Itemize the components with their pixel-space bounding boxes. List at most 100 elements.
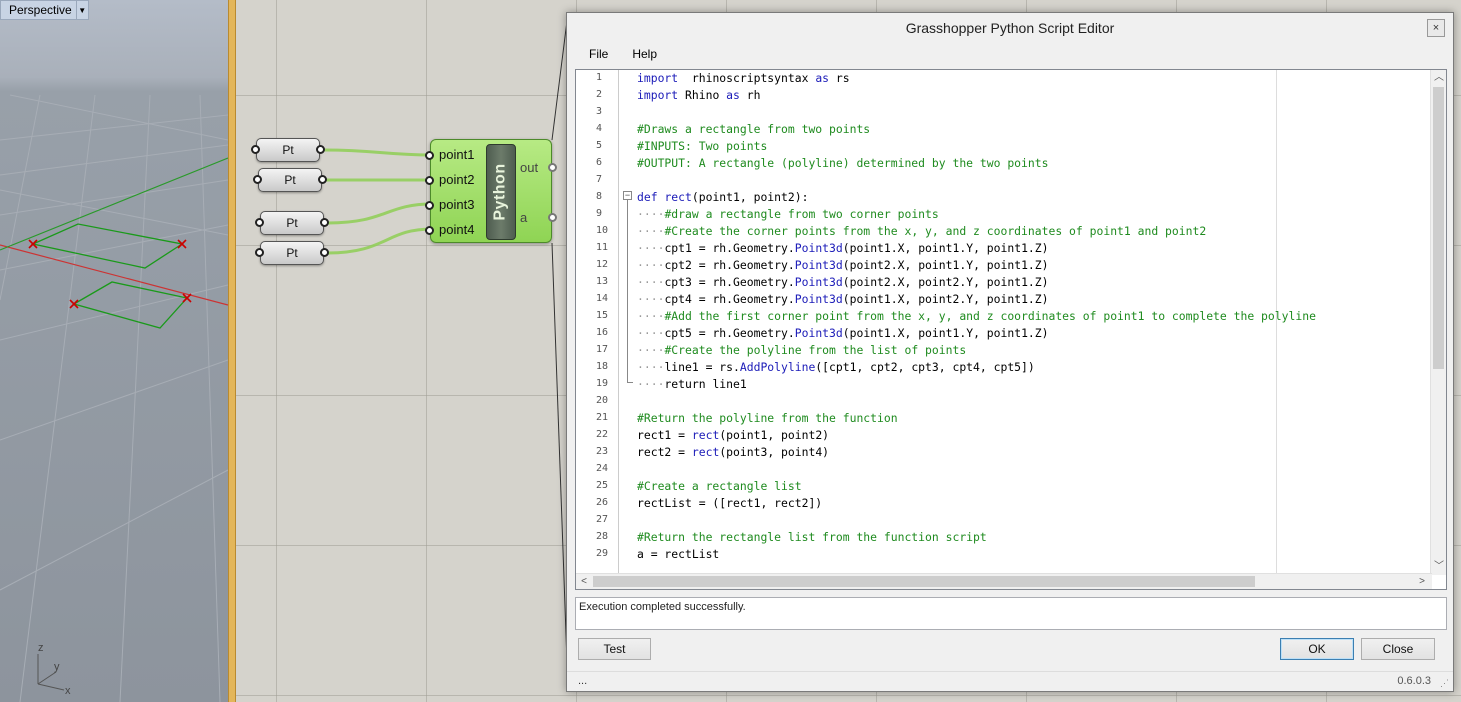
vertical-scroll-thumb[interactable]: [1433, 87, 1444, 369]
code-token: Point3d: [794, 241, 843, 255]
code-token: (point1, point2):: [691, 190, 809, 204]
code-token: (point2.X, point2.Y, point1.Z): [842, 275, 1049, 289]
axis-y-label: y: [54, 661, 60, 673]
scroll-left-icon[interactable]: <: [581, 576, 587, 587]
line-number: 17: [596, 344, 609, 355]
point-param-node[interactable]: Pt: [255, 211, 329, 235]
input-grip[interactable]: [251, 145, 260, 154]
code-token: cpt3 = rh.Geometry.: [664, 275, 795, 289]
window-titlebar[interactable]: Grasshopper Python Script Editor: [567, 13, 1453, 43]
line-number: 11: [596, 242, 609, 253]
menu-help[interactable]: Help: [632, 47, 658, 61]
output-label-a: a: [520, 210, 528, 225]
line-number: 15: [596, 310, 609, 321]
code-line: ····cpt4 = rh.Geometry.Point3d(point1.X,…: [637, 291, 1049, 308]
ok-button[interactable]: OK: [1280, 638, 1354, 660]
close-icon[interactable]: ×: [1427, 19, 1445, 37]
output-grip[interactable]: [318, 175, 327, 184]
panel-splitter[interactable]: [228, 0, 236, 702]
line-number: 26: [596, 497, 609, 508]
collapse-icon[interactable]: −: [623, 190, 632, 200]
line-number: 27: [596, 514, 609, 525]
code-token: (point1.X, point1.Y, point1.Z): [842, 241, 1049, 255]
code-token: ····: [637, 326, 665, 340]
output-grip[interactable]: [320, 248, 329, 257]
code-token: #Draws a rectangle from two points: [637, 122, 871, 136]
input-grip-point1[interactable]: [425, 151, 434, 160]
code-token: ····: [637, 241, 665, 255]
code-token: rs: [829, 71, 850, 85]
code-line: ····#Create the polyline from the list o…: [637, 342, 966, 359]
line-number: 16: [596, 327, 609, 338]
scroll-right-icon[interactable]: >: [1419, 576, 1425, 587]
code-line: import rhinoscriptsyntax as rs: [637, 70, 850, 87]
horizontal-scroll-thumb[interactable]: [593, 576, 1255, 587]
fold-margin: [618, 70, 619, 589]
input-grip-point2[interactable]: [425, 176, 434, 185]
input-label-point4: point4: [439, 222, 475, 237]
code-token: ····: [637, 207, 665, 221]
input-grip-point3[interactable]: [425, 201, 434, 210]
code-line: ····return line1: [637, 376, 747, 393]
code-token: #INPUTS: Two points: [637, 139, 768, 153]
line-number: 5: [596, 140, 603, 151]
code-line: rect1 = rect(point1, point2): [637, 427, 829, 444]
python-component[interactable]: point1 point2 point3 point4 Python out a: [425, 139, 557, 243]
canvas-wires: [323, 12, 569, 691]
code-token: ····: [637, 292, 665, 306]
code-token: cpt2 = rh.Geometry.: [664, 258, 795, 272]
code-token: as: [726, 88, 740, 102]
code-token: ····: [637, 377, 665, 391]
scroll-up-icon[interactable]: ︿: [1434, 72, 1444, 83]
line-number: 8: [596, 191, 603, 202]
code-token: import: [637, 88, 679, 102]
code-token: (point3, point4): [719, 445, 830, 459]
code-token: #Return the rectangle list from the func…: [637, 530, 987, 544]
fold-bracket: [627, 200, 633, 383]
vertical-scrollbar[interactable]: ︿ ﹀: [1430, 70, 1446, 575]
output-message: Execution completed successfully.: [579, 601, 746, 613]
code-line: #Return the rectangle list from the func…: [637, 529, 987, 546]
output-grip-out[interactable]: [548, 163, 557, 172]
point-param-node[interactable]: Pt: [255, 241, 329, 265]
output-grip[interactable]: [316, 145, 325, 154]
axis-x-label: x: [65, 685, 71, 696]
point-param-node[interactable]: Pt: [251, 138, 325, 162]
test-button[interactable]: Test: [578, 638, 651, 660]
viewport-label[interactable]: Perspective ▼: [0, 0, 89, 20]
resize-grip-icon[interactable]: ⋰: [1440, 678, 1449, 688]
chevron-down-icon[interactable]: ▼: [75, 1, 88, 19]
status-text: ...: [578, 675, 588, 687]
close-button[interactable]: Close: [1361, 638, 1435, 660]
code-line: ····cpt1 = rh.Geometry.Point3d(point1.X,…: [637, 240, 1049, 257]
code-token: as: [815, 71, 830, 85]
rhino-perspective-viewport[interactable]: Perspective ▼ z y x: [0, 0, 228, 702]
code-line: ····#Create the corner points from the x…: [637, 223, 1206, 240]
input-grip[interactable]: [253, 175, 262, 184]
input-grip-point4[interactable]: [425, 226, 434, 235]
viewport-grid: [0, 94, 228, 702]
code-token: cpt1 = rh.Geometry.: [664, 241, 795, 255]
output-grip-a[interactable]: [548, 213, 557, 222]
code-line: #Return the polyline from the function: [637, 410, 898, 427]
code-line: rectList = ([rect1, rect2]): [637, 495, 822, 512]
menu-file[interactable]: File: [589, 47, 609, 61]
code-token: import: [637, 71, 679, 85]
input-grip[interactable]: [255, 248, 264, 257]
code-line: a = rectList: [637, 546, 719, 563]
code-token: ····: [637, 275, 665, 289]
point-param-node[interactable]: Pt: [253, 168, 327, 192]
scroll-down-icon[interactable]: ﹀: [1434, 561, 1444, 572]
output-console[interactable]: Execution completed successfully.: [575, 597, 1447, 630]
input-grip[interactable]: [255, 218, 264, 227]
line-number: 7: [596, 174, 603, 185]
node-label: Pt: [286, 216, 298, 230]
line-number: 2: [596, 89, 603, 100]
code-token: (point1, point2): [719, 428, 830, 442]
input-label-point1: point1: [439, 147, 475, 162]
output-grip[interactable]: [320, 218, 329, 227]
line-number: 25: [596, 480, 609, 491]
horizontal-scrollbar[interactable]: < >: [576, 573, 1432, 589]
